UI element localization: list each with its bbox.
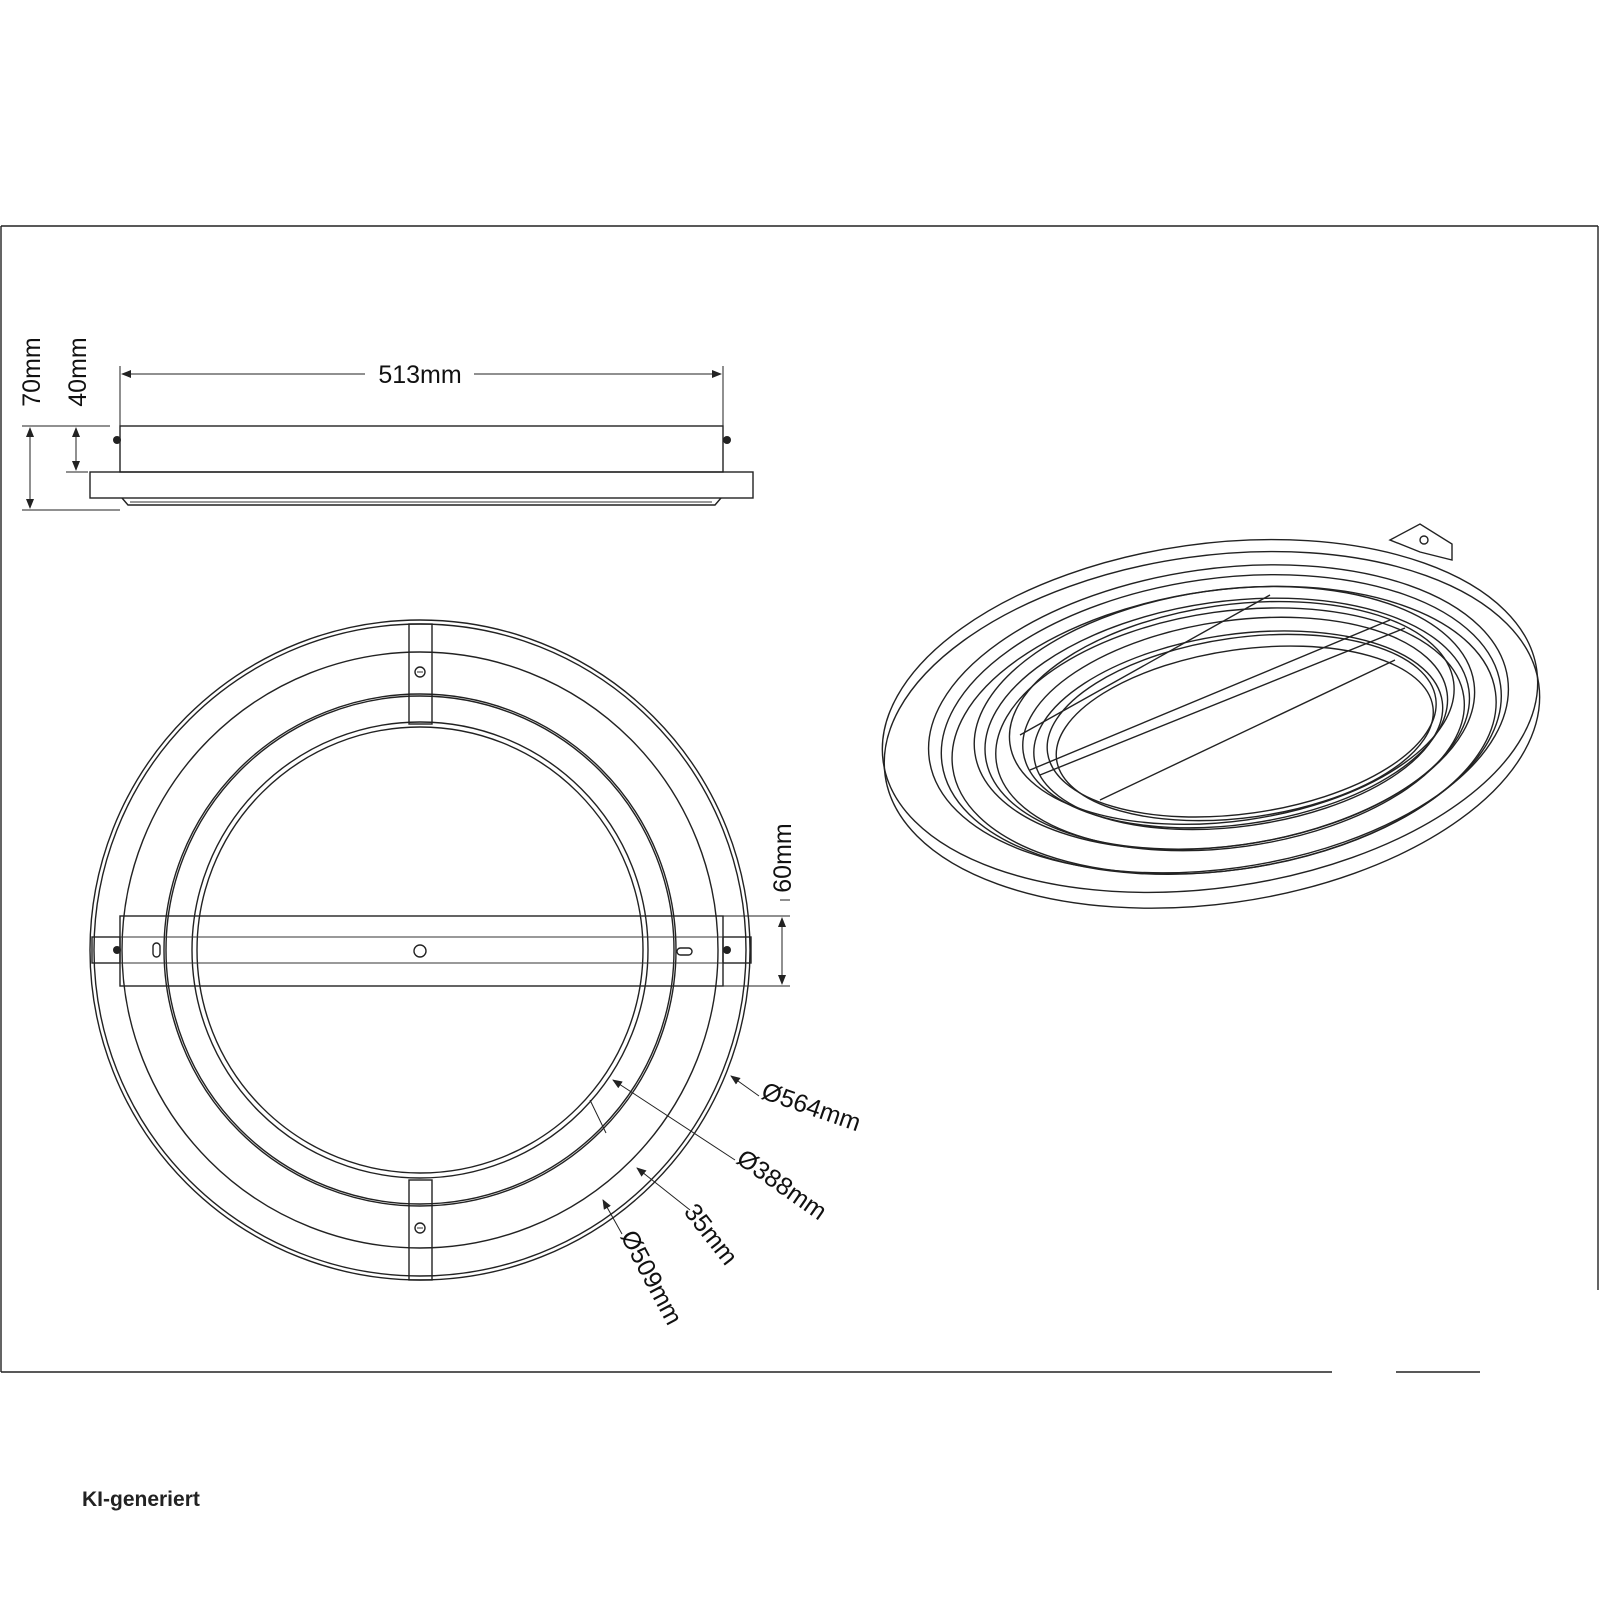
drawing-frame bbox=[0, 225, 1599, 1373]
perspective-view bbox=[881, 523, 1541, 909]
top-view: 60mm Ø564mm Ø388mm 35mm Ø509mm bbox=[89, 619, 864, 1330]
total-height-label: 70mm bbox=[18, 337, 46, 406]
ring-width-label: 35mm bbox=[678, 1198, 743, 1270]
ring-diameter-label: Ø509mm bbox=[615, 1226, 688, 1330]
side-view: 513mm 70mm 40mm bbox=[18, 337, 754, 511]
ai-generated-note: KI-generiert bbox=[82, 1488, 200, 1511]
body-height-label: 40mm bbox=[64, 337, 92, 406]
outer-diameter-label: Ø564mm bbox=[758, 1077, 864, 1137]
width-label: 513mm bbox=[378, 361, 461, 389]
inner-diameter-label: Ø388mm bbox=[732, 1144, 832, 1226]
bar-width-label: 60mm bbox=[769, 823, 797, 892]
